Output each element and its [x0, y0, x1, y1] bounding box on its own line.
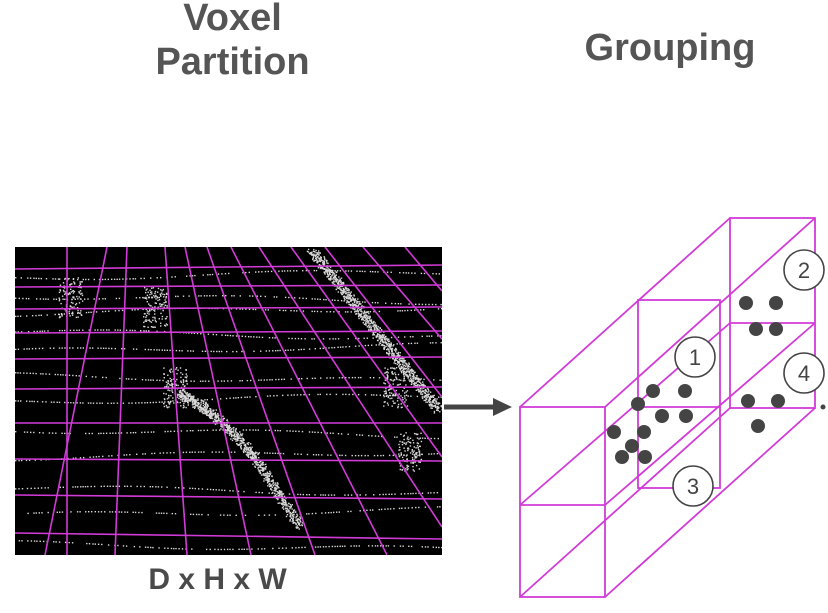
voxel-box-wireframe — [519, 217, 816, 598]
voxel-label-3-text: 3 — [687, 474, 699, 499]
voxel-label-4-text: 4 — [798, 361, 810, 386]
voxel-label-1-text: 1 — [689, 345, 701, 370]
voxel-dimensions-label: D x H x W — [148, 563, 287, 596]
voxel-label-1: 1 — [674, 336, 716, 378]
voxel-2-points — [739, 296, 783, 336]
title-line-2: Partition — [155, 41, 310, 83]
voxel-grid-lines — [15, 247, 442, 555]
voxel-3-points — [607, 425, 652, 464]
grouping-title: Grouping — [584, 27, 756, 69]
title-line-1: Voxel — [183, 0, 282, 39]
lidar-point-cloud-panel — [15, 247, 442, 555]
voxel-partition-title: Voxel Partition — [110, 0, 355, 84]
voxel-label-4: 4 — [783, 352, 825, 394]
voxel-4-points — [741, 394, 785, 433]
voxel-label-3: 3 — [672, 465, 714, 507]
voxel-label-2: 2 — [783, 249, 825, 291]
voxel-1-points — [631, 384, 693, 423]
continuation-dot — [820, 404, 826, 410]
voxel-label-2-text: 2 — [798, 258, 810, 283]
arrow-right-icon — [444, 398, 512, 416]
lidar-voxel-grid — [15, 247, 442, 555]
